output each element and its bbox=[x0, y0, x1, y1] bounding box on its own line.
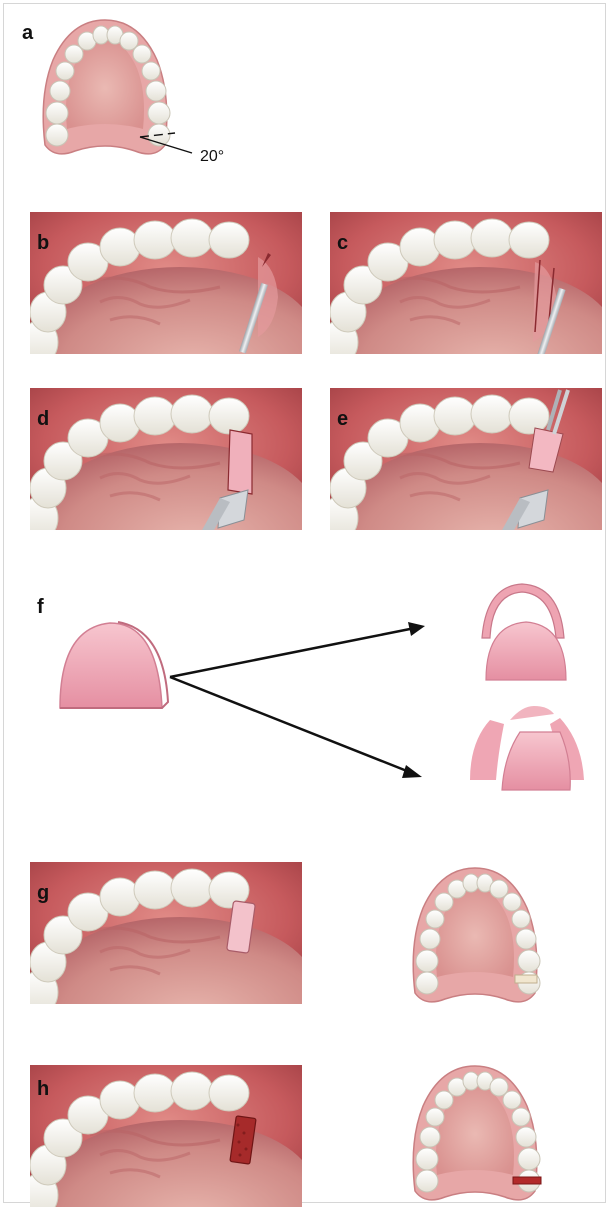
maxillary-arch-icon bbox=[43, 20, 170, 154]
panel-a-arch-diagram bbox=[30, 15, 250, 170]
panel-f-graft-processing bbox=[40, 580, 606, 820]
panel-h-sutured bbox=[30, 1065, 302, 1207]
panel-label-g: g bbox=[37, 882, 49, 905]
angle-label: 20° bbox=[200, 148, 224, 166]
arrow-icon bbox=[170, 677, 422, 778]
panel-label-b: b bbox=[37, 232, 49, 255]
panel-label-d: d bbox=[37, 408, 49, 431]
arrow-icon bbox=[170, 622, 425, 677]
panel-label-h: h bbox=[37, 1078, 49, 1101]
panel-b-incision bbox=[30, 212, 302, 354]
panel-c-incision bbox=[330, 212, 602, 354]
panel-g-arch-diagram bbox=[400, 860, 560, 1010]
panel-g-graft-placed bbox=[30, 862, 302, 1004]
tissue-graft-icon bbox=[482, 584, 566, 680]
tissue-graft-icon bbox=[470, 706, 584, 790]
tissue-graft-icon bbox=[60, 622, 168, 708]
panel-label-c: c bbox=[337, 232, 348, 255]
panel-d-elevation bbox=[30, 388, 302, 530]
panel-h-arch-diagram bbox=[400, 1060, 560, 1205]
panel-e-harvest bbox=[330, 388, 602, 530]
panel-label-e: e bbox=[337, 408, 348, 431]
